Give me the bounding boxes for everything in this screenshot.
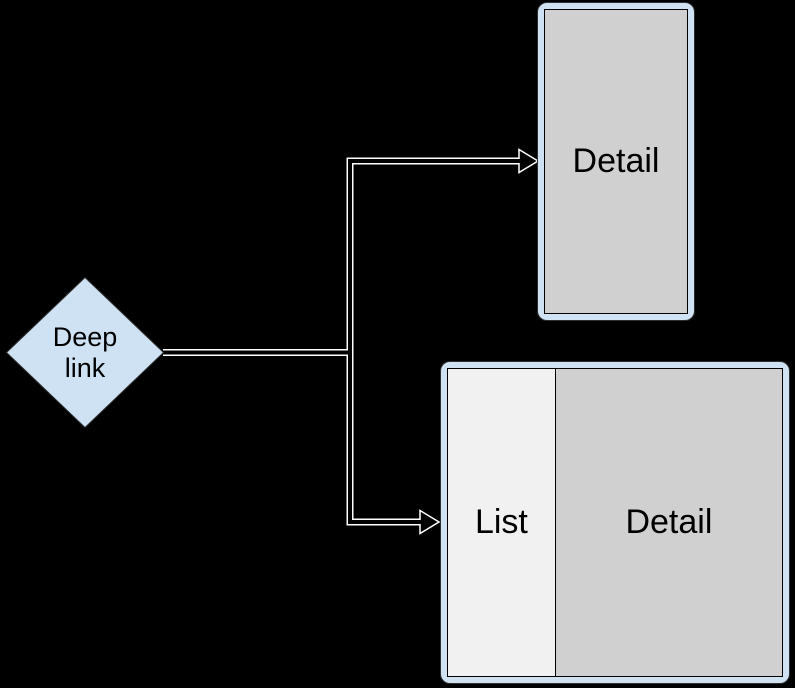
compact-detail-pane: Detail bbox=[544, 9, 688, 314]
compact-detail-label: Detail bbox=[572, 142, 660, 180]
top-connector-core bbox=[163, 159, 522, 355]
diamond-shape bbox=[6, 277, 164, 428]
bottom-connector-casing bbox=[163, 349, 420, 526]
expanded-detail-label: Detail bbox=[625, 503, 713, 541]
bottom-connector-core bbox=[163, 350, 423, 524]
expanded-layout-screen: List Detail bbox=[447, 368, 783, 677]
expanded-layout-frame: List Detail bbox=[440, 361, 790, 684]
top-connector-casing bbox=[163, 157, 519, 356]
deep-link-node: Deep link bbox=[6, 277, 164, 428]
list-label: List bbox=[474, 503, 528, 541]
deep-link-label: Deep link bbox=[52, 322, 118, 383]
compact-layout-frame: Detail bbox=[537, 2, 695, 321]
list-pane: List bbox=[448, 369, 556, 676]
expanded-detail-pane: Detail bbox=[555, 369, 782, 676]
